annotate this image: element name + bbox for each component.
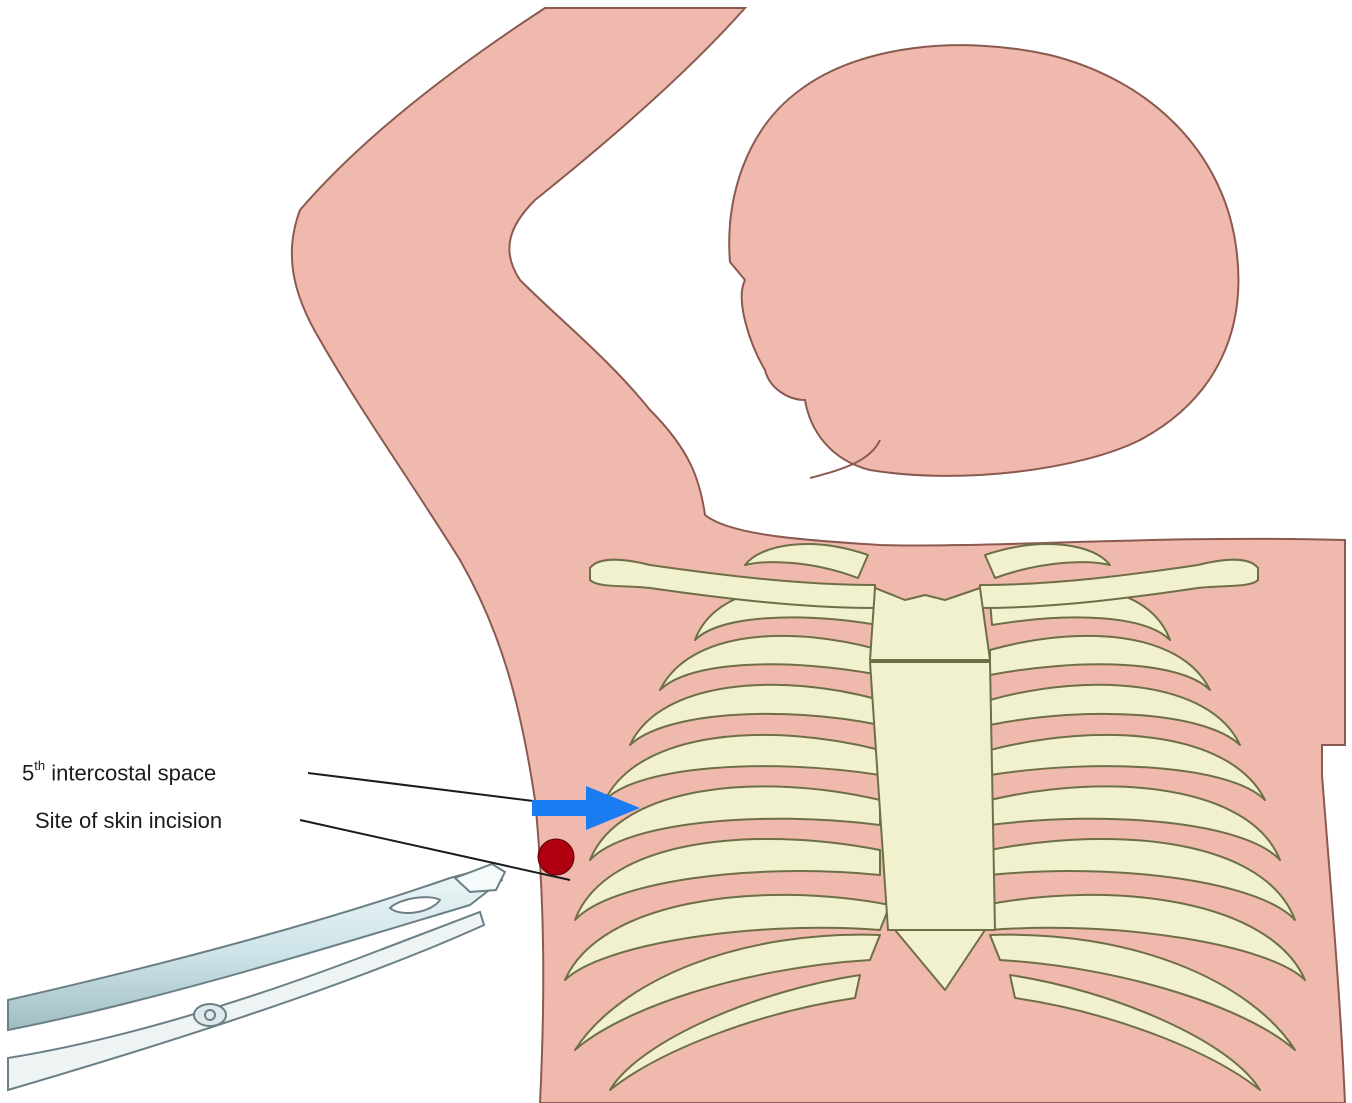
head xyxy=(729,45,1238,476)
intercostal-ordinal: 5 xyxy=(22,760,34,785)
incision-leader-line xyxy=(300,820,570,880)
sternum-body xyxy=(870,662,995,930)
incision-dot-icon xyxy=(538,839,574,875)
intercostal-text: intercostal space xyxy=(45,760,216,785)
forceps-icon xyxy=(8,864,505,1090)
skin-incision-label: Site of skin incision xyxy=(35,810,222,832)
intercostal-ordinal-suffix: th xyxy=(34,758,45,773)
intercostal-space-label: 5th intercostal space xyxy=(22,761,216,784)
manubrium xyxy=(870,588,990,660)
forceps-hinge xyxy=(194,1004,226,1026)
